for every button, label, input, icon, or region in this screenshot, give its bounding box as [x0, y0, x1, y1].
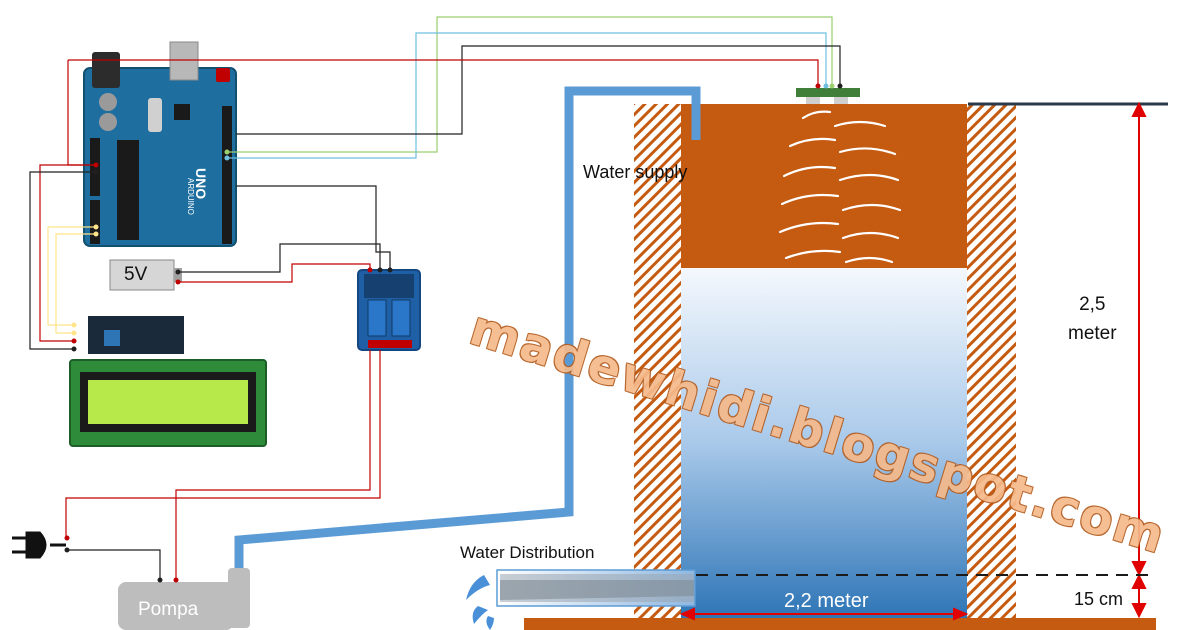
tank-width-label: 2,2 meter: [784, 590, 869, 612]
tank-right-wall: [967, 104, 1016, 618]
width-dimension: [679, 607, 969, 621]
sound-wave-icon: [778, 110, 902, 264]
water-distribution-pipe: [466, 569, 696, 630]
pump-label: Pompa: [138, 599, 199, 620]
tank-left-wall: [634, 104, 681, 618]
lcd-display: [69, 316, 267, 447]
water-distribution-label: Water Distribution: [460, 543, 595, 562]
water-tank: [524, 102, 1168, 630]
water-supply-pipe: [234, 86, 701, 572]
tank-height-value: 2,5: [1079, 294, 1106, 315]
tank-height-label: 2,5 meter: [1068, 290, 1117, 348]
ultrasonic-sensor-icon: [796, 83, 860, 104]
tank-air-space: [681, 104, 967, 268]
ground-slab: [524, 618, 1156, 630]
height-dimension: [1131, 101, 1147, 619]
tank-water: [681, 268, 967, 618]
power-5v-module: [109, 259, 182, 291]
board-model-label: UNO: [193, 168, 209, 199]
wiring: [29, 16, 841, 580]
water-supply-label: Water supply: [583, 162, 688, 182]
relay-module: [357, 267, 421, 351]
pump: [118, 568, 250, 630]
outlet-offset-label: 15 cm: [1074, 589, 1124, 609]
arduino-uno-board: ARDUINO UNO: [83, 41, 237, 247]
tank-height-unit: meter: [1068, 323, 1117, 344]
power-5v-label: 5V: [124, 264, 148, 285]
plug-icon: [12, 531, 70, 559]
board-brand-label: ARDUINO: [186, 178, 195, 215]
